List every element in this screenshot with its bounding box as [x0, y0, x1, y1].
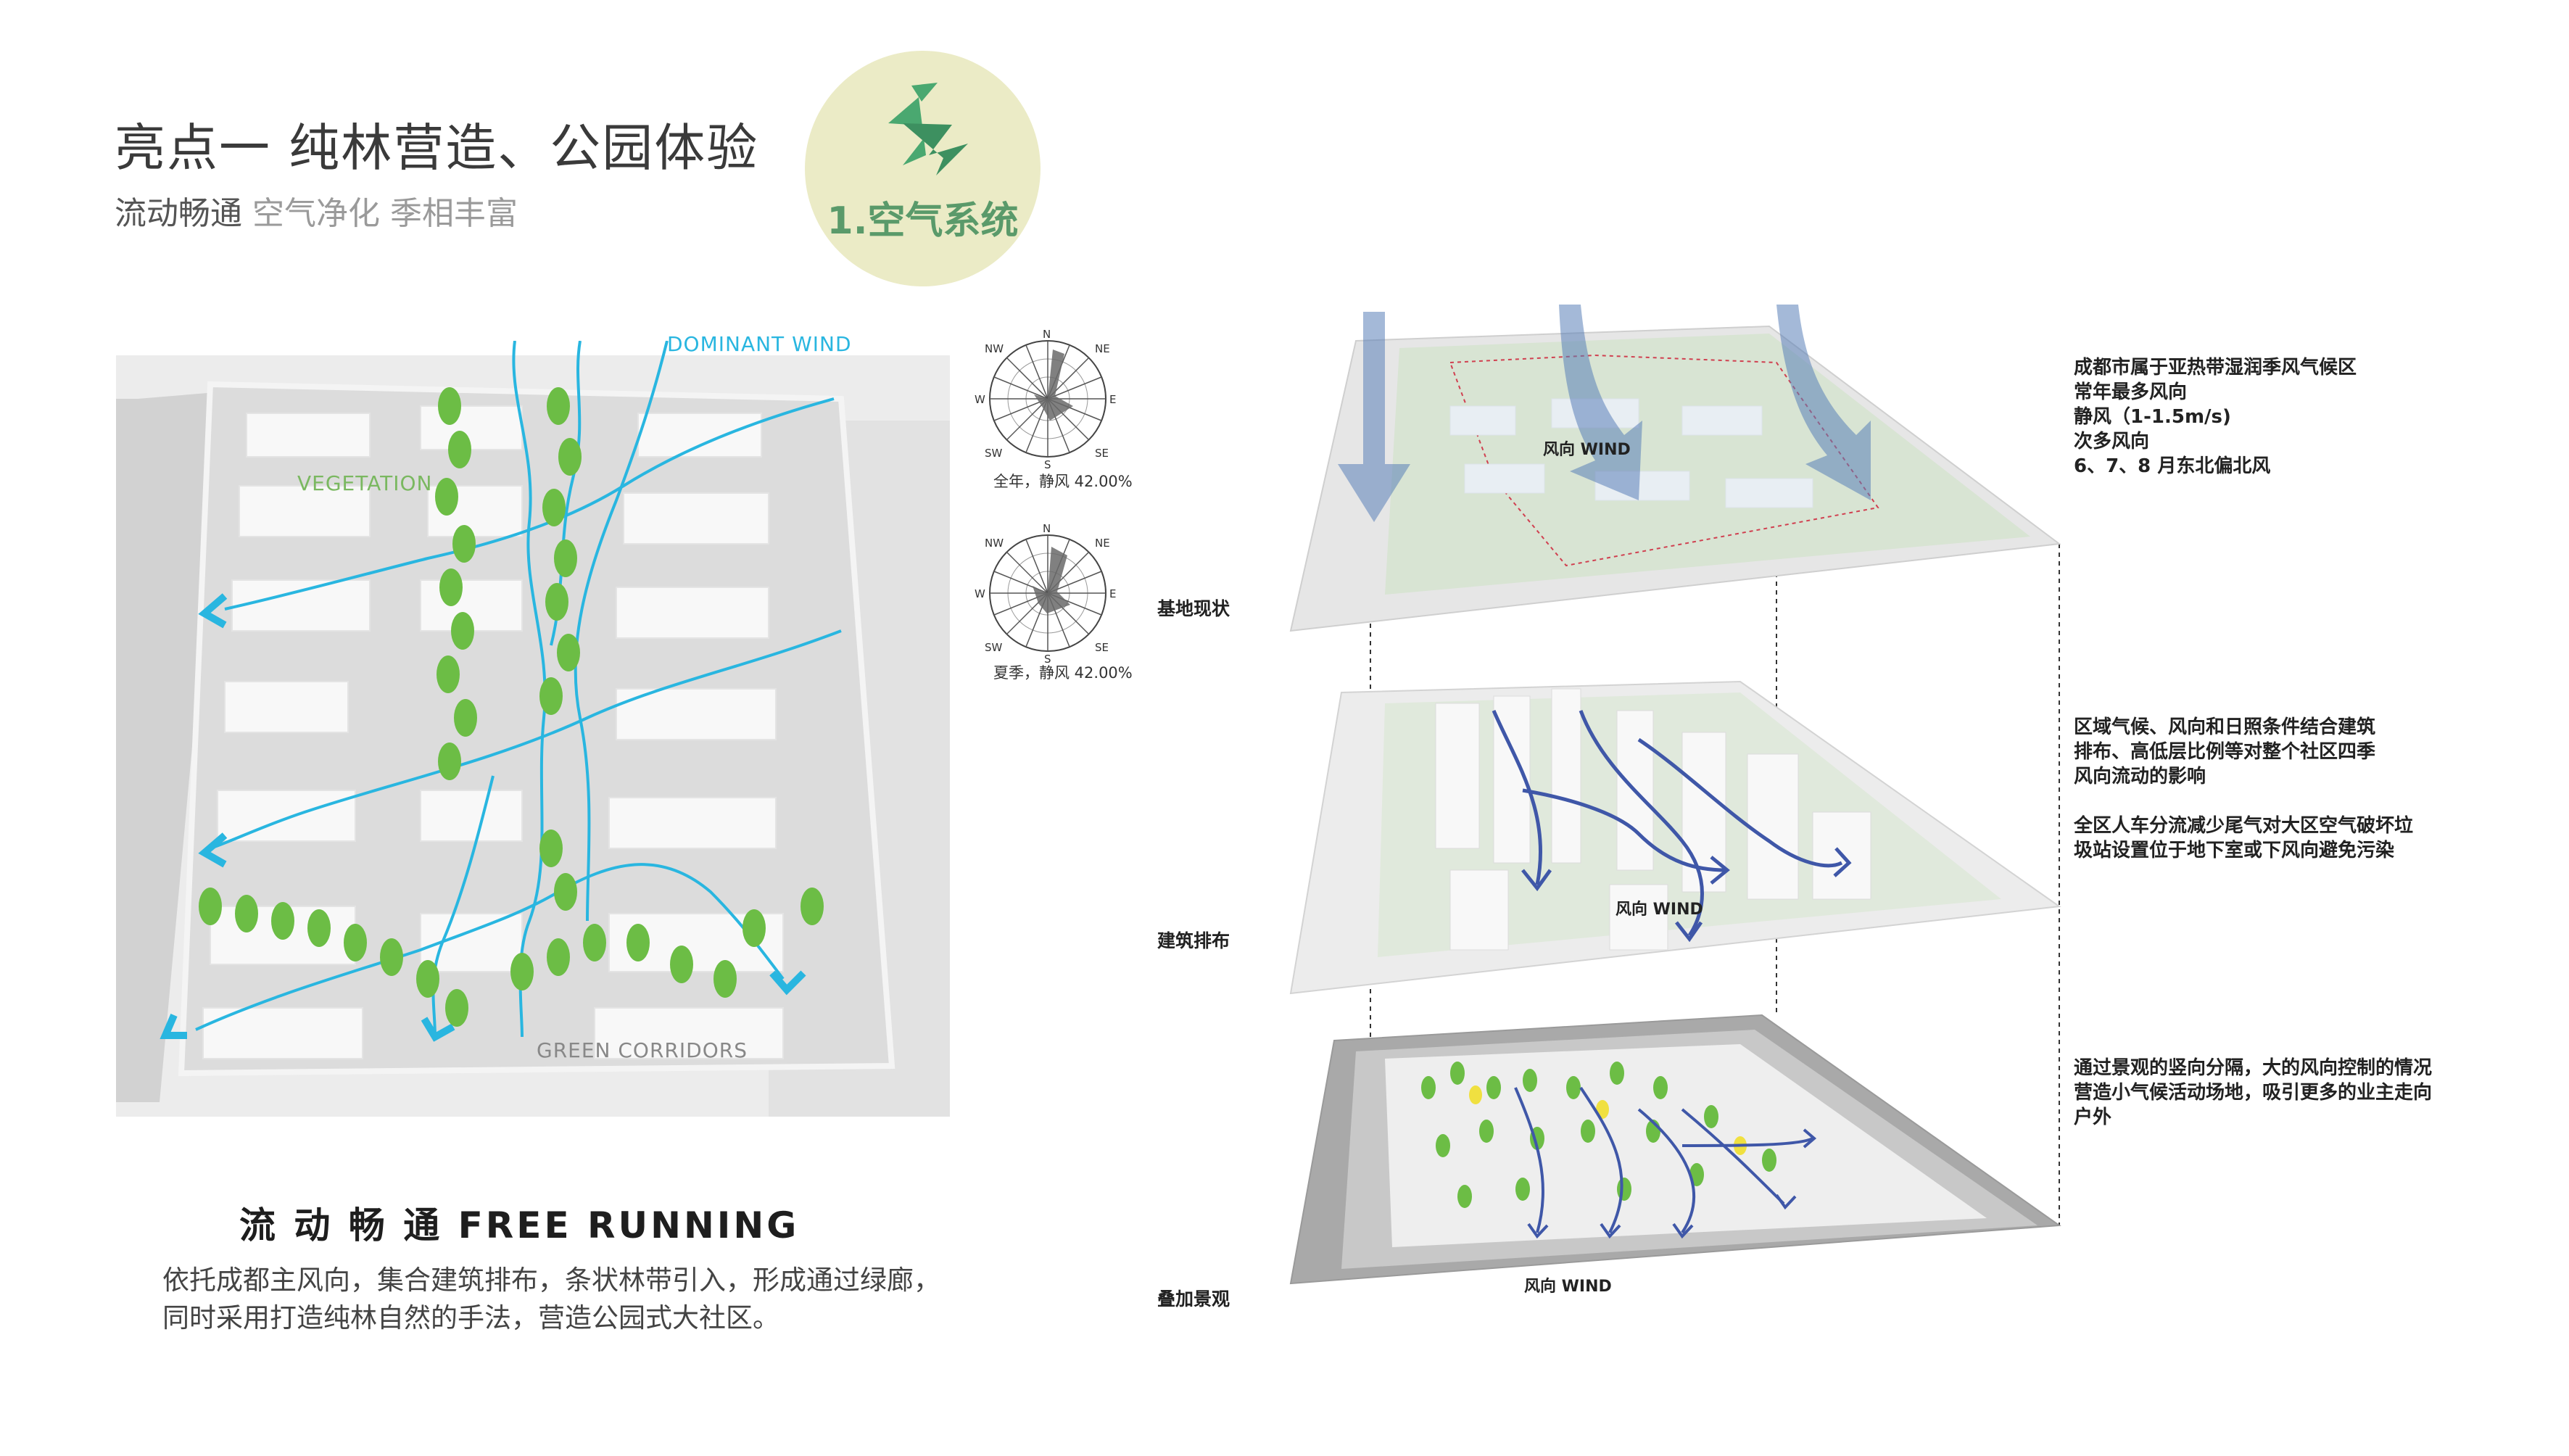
body-line: 依托成都主风向，集合建筑排布，条状林带引入，形成通过绿廊， — [162, 1265, 940, 1296]
direction-label: NW — [985, 537, 1004, 550]
desc-line: 常年最多风向 — [2074, 381, 2188, 403]
direction-label: SW — [985, 447, 1003, 460]
direction-label: E — [1109, 393, 1117, 406]
desc-line: 户外 — [2074, 1107, 2112, 1128]
green-corridors-label: GREEN CORRIDORS — [537, 1038, 748, 1062]
direction-label: SE — [1095, 641, 1109, 654]
direction-label: W — [975, 393, 985, 406]
wind-label-buildings: 风向 WIND — [1616, 901, 1703, 919]
layer-label-site: 基地现状 — [1157, 598, 1230, 619]
desc-line: 通过景观的竖向分隔，大的风向控制的情况 — [2074, 1057, 2433, 1079]
direction-label: SW — [985, 641, 1003, 654]
direction-label: NW — [985, 342, 1004, 355]
desc-line: 圾站设置位于地下室或下风向避免污染 — [2074, 840, 2395, 861]
desc-line: 营造小气候活动场地，吸引更多的业主走向 — [2074, 1082, 2433, 1104]
direction-label: S — [1044, 458, 1051, 471]
direction-label: N — [1043, 328, 1051, 341]
wind-rose-summer-directions: NW N NE W E SW S SE — [972, 521, 1124, 666]
wind-rose-annual-caption: 全年，静风 42.00% — [993, 473, 1133, 490]
desc-buildings: 区域气候、风向和日照条件结合建筑 排布、高低层比例等对整个社区四季 风向流动的影… — [2074, 715, 2413, 863]
wind-label-landscape: 风向 WIND — [1524, 1278, 1612, 1296]
layer-label-landscape: 叠加景观 — [1157, 1289, 1230, 1310]
desc-line: 风向流动的影响 — [2074, 766, 2206, 787]
layer-label-buildings: 建筑排布 — [1157, 930, 1230, 951]
arrow-logo-icon — [888, 83, 968, 175]
body-line: 同时采用打造纯林自然的手法，营造公园式大社区。 — [162, 1302, 779, 1333]
page-subtitle: 流动畅通 空气净化 季相丰富 — [115, 187, 518, 233]
desc-landscape: 通过景观的竖向分隔，大的风向控制的情况 营造小气候活动场地，吸引更多的业主走向 … — [2074, 1056, 2432, 1130]
badge-label: 1.空气系统 — [827, 199, 1019, 243]
subtitle-rest: 空气净化 季相丰富 — [242, 195, 518, 232]
desc-line — [2074, 789, 2413, 814]
direction-label: NE — [1095, 537, 1110, 550]
subtitle-highlight: 流动畅通 — [115, 195, 242, 232]
desc-line: 6、7、8 月东北偏北风 — [2074, 455, 2271, 477]
layered-diagram — [1289, 305, 2061, 1285]
desc-line: 全区人车分流减少尾气对大区空气破坏垃 — [2074, 815, 2414, 837]
desc-line: 区域气候、风向和日照条件结合建筑 — [2074, 716, 2376, 738]
direction-label: SE — [1095, 447, 1109, 460]
direction-label: S — [1044, 653, 1051, 666]
dominant-wind-label: DOMINANT WIND — [667, 332, 852, 356]
vegetation-label: VEGETATION — [297, 471, 433, 495]
direction-label: E — [1109, 587, 1117, 600]
direction-label: W — [975, 587, 985, 600]
direction-label: NE — [1095, 342, 1110, 355]
site-plan — [116, 341, 950, 1117]
wind-label-site: 风向 WIND — [1543, 441, 1631, 459]
desc-site: 成都市属于亚热带湿润季风气候区 常年最多风向 静风（1-1.5m/s) 次多风向… — [2074, 355, 2357, 479]
wind-rose-annual-directions: NW N NE W E SW S SE — [972, 326, 1124, 471]
wind-rose-summer-icon — [989, 534, 1106, 652]
direction-label: N — [1043, 522, 1051, 535]
wind-rose-annual-icon — [989, 340, 1106, 458]
section-body: 依托成都主风向，集合建筑排布，条状林带引入，形成通过绿廊， 同时采用打造纯林自然… — [162, 1262, 996, 1337]
page-title: 亮点一 纯林营造、公园体验 — [115, 118, 759, 178]
desc-line: 成都市属于亚热带湿润季风气候区 — [2074, 357, 2357, 379]
desc-line: 次多风向 — [2074, 431, 2150, 452]
desc-line: 排布、高低层比例等对整个社区四季 — [2074, 741, 2376, 763]
wind-rose-summer-caption: 夏季，静风 42.00% — [993, 664, 1133, 682]
desc-line: 静风（1-1.5m/s) — [2074, 406, 2231, 428]
section-heading: 流 动 畅 通 FREE RUNNING — [239, 1204, 800, 1246]
